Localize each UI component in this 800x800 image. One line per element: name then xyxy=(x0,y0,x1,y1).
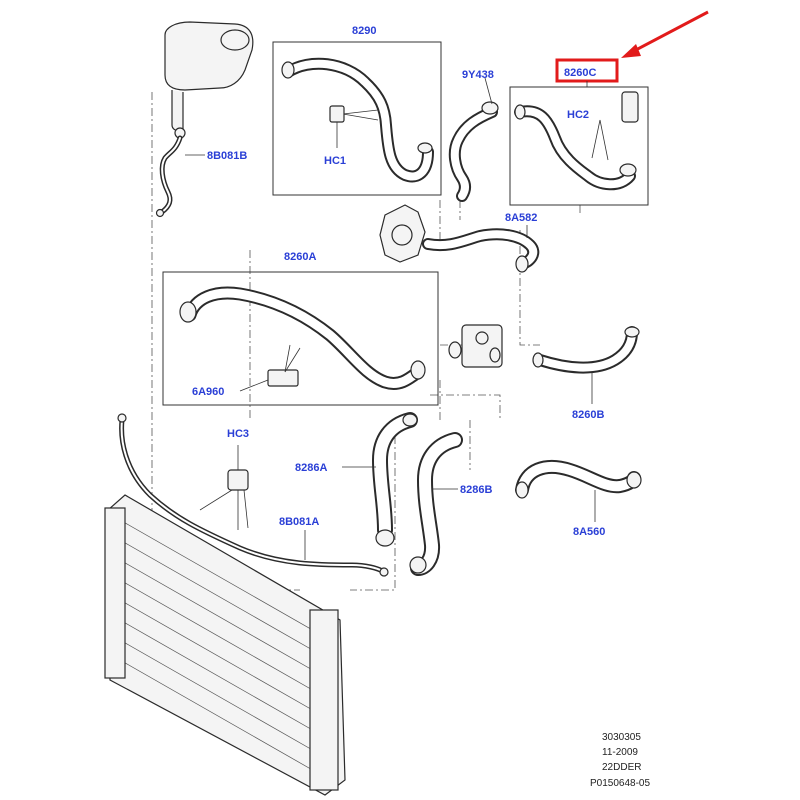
box-8290 xyxy=(272,41,442,196)
part-labels: 8290 9Y438 8260C HC2 8B081B HC1 8A582 82… xyxy=(192,25,605,538)
label-hc3: HC3 xyxy=(227,428,249,440)
hose-8260c[interactable] xyxy=(514,91,639,191)
footer-reference: 3030305 11-2009 22DDER P0150648-05 xyxy=(590,732,650,789)
pipe-8b081a[interactable] xyxy=(117,413,389,577)
connection-lines xyxy=(151,59,581,591)
label-8b081a: 8B081A xyxy=(279,516,319,528)
label-8b081b: 8B081B xyxy=(207,150,247,162)
label-8260c: 8260C xyxy=(564,67,596,79)
label-6a960: 6A960 xyxy=(192,386,224,398)
hose-8290[interactable] xyxy=(281,57,434,183)
hose-8260b[interactable] xyxy=(532,326,640,404)
label-8a560: 8A560 xyxy=(573,526,605,538)
footer-line-1: 3030305 xyxy=(602,732,641,743)
bracket-6a960[interactable] xyxy=(239,344,301,392)
footer-line-4: P0150648-05 xyxy=(590,778,650,789)
thermostat-housing[interactable] xyxy=(448,324,503,368)
label-8260a: 8260A xyxy=(284,251,316,263)
water-pump-housing[interactable] xyxy=(379,204,426,263)
footer-line-3: 22DDER xyxy=(602,762,641,773)
label-8a582: 8A582 xyxy=(505,212,537,224)
hose-8a582[interactable] xyxy=(422,225,540,273)
label-hc1: HC1 xyxy=(324,155,346,167)
label-8286a: 8286A xyxy=(295,462,327,474)
label-9y438: 9Y438 xyxy=(462,69,494,81)
label-8290: 8290 xyxy=(352,25,376,37)
label-8286b: 8286B xyxy=(460,484,492,496)
hose-9y438[interactable] xyxy=(448,77,499,202)
label-8260b: 8260B xyxy=(572,409,604,421)
box-8260a xyxy=(162,271,439,406)
expansion-tank[interactable] xyxy=(164,21,254,139)
clip-hc1[interactable] xyxy=(329,105,345,148)
clip-hc3[interactable] xyxy=(199,445,249,530)
hose-8286b[interactable] xyxy=(409,432,463,576)
pipe-8b081b[interactable] xyxy=(155,135,206,218)
radiator[interactable] xyxy=(104,494,346,796)
label-hc2: HC2 xyxy=(567,109,589,121)
highlight-arrow xyxy=(621,10,709,58)
hose-8a560[interactable] xyxy=(515,459,642,522)
hose-8286a[interactable] xyxy=(342,412,418,547)
hose-8260a[interactable] xyxy=(179,286,426,390)
footer-line-2: 11-2009 xyxy=(602,747,638,758)
box-8260c xyxy=(509,86,649,206)
